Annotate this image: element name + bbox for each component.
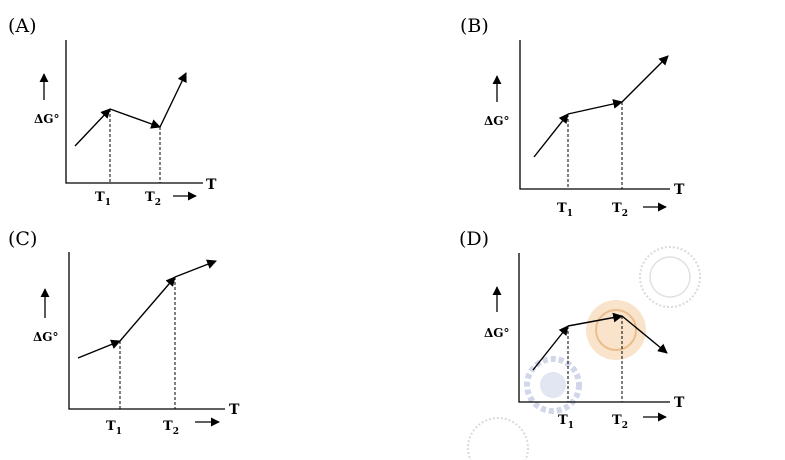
seal-watermark-icon-bottom xyxy=(467,417,529,460)
tick-label-t2: T2 xyxy=(163,419,179,437)
curve-segment-1 xyxy=(533,113,569,158)
curve-segment-2 xyxy=(119,276,176,342)
curve-segment-2 xyxy=(567,312,623,327)
y-axis-label: ΔG° xyxy=(484,114,510,128)
curve-segment-3 xyxy=(174,259,217,278)
panel-a: (A) ΔG° T1 T2 T xyxy=(8,15,217,208)
panel-label: (A) xyxy=(8,15,37,37)
curve-segment-1 xyxy=(74,108,111,147)
seal-watermark-icon-top xyxy=(639,246,701,308)
x-axis-label: T xyxy=(674,395,685,411)
seal-watermark-icon-orange xyxy=(586,300,646,360)
curve-segment-1 xyxy=(532,325,569,371)
seal-watermark-icon-gear xyxy=(524,356,582,414)
tick-label-t2: T2 xyxy=(612,201,628,219)
panel-label: (D) xyxy=(459,228,489,250)
y-axis-label: ΔG° xyxy=(33,330,59,344)
y-axis-label: ΔG° xyxy=(34,112,60,126)
tick-label-t1: T1 xyxy=(95,190,111,208)
x-axis-label: T xyxy=(674,182,685,198)
tick-label-t2: T2 xyxy=(612,413,628,431)
panel-label: (B) xyxy=(460,15,489,37)
curve-segment-3 xyxy=(621,55,669,103)
panel-c: (C) ΔG° T1 T2 T xyxy=(8,228,240,437)
axes xyxy=(65,40,203,184)
x-axis-label: T xyxy=(229,402,240,418)
axes xyxy=(519,40,670,190)
tick-label-t1: T1 xyxy=(106,419,122,437)
panel-d: (D) ΔG° T1 T2 T xyxy=(459,228,685,431)
tick-label-t1: T1 xyxy=(557,201,573,219)
curve-segment-3 xyxy=(621,315,668,354)
tick-label-t2: T2 xyxy=(145,190,161,208)
curve-segment-3 xyxy=(159,72,187,128)
axes xyxy=(518,253,670,403)
panel-b: (B) ΔG° T1 T2 T xyxy=(460,15,685,219)
curve-segment-2 xyxy=(567,99,623,115)
watermark-seals xyxy=(467,246,701,460)
axes xyxy=(68,252,225,410)
panel-label: (C) xyxy=(8,228,37,250)
y-axis-label: ΔG° xyxy=(484,326,510,340)
curve-segment-1 xyxy=(77,339,121,359)
x-axis-label: T xyxy=(206,177,217,193)
tick-label-t1: T1 xyxy=(558,413,574,431)
curve-segment-2 xyxy=(109,108,161,129)
